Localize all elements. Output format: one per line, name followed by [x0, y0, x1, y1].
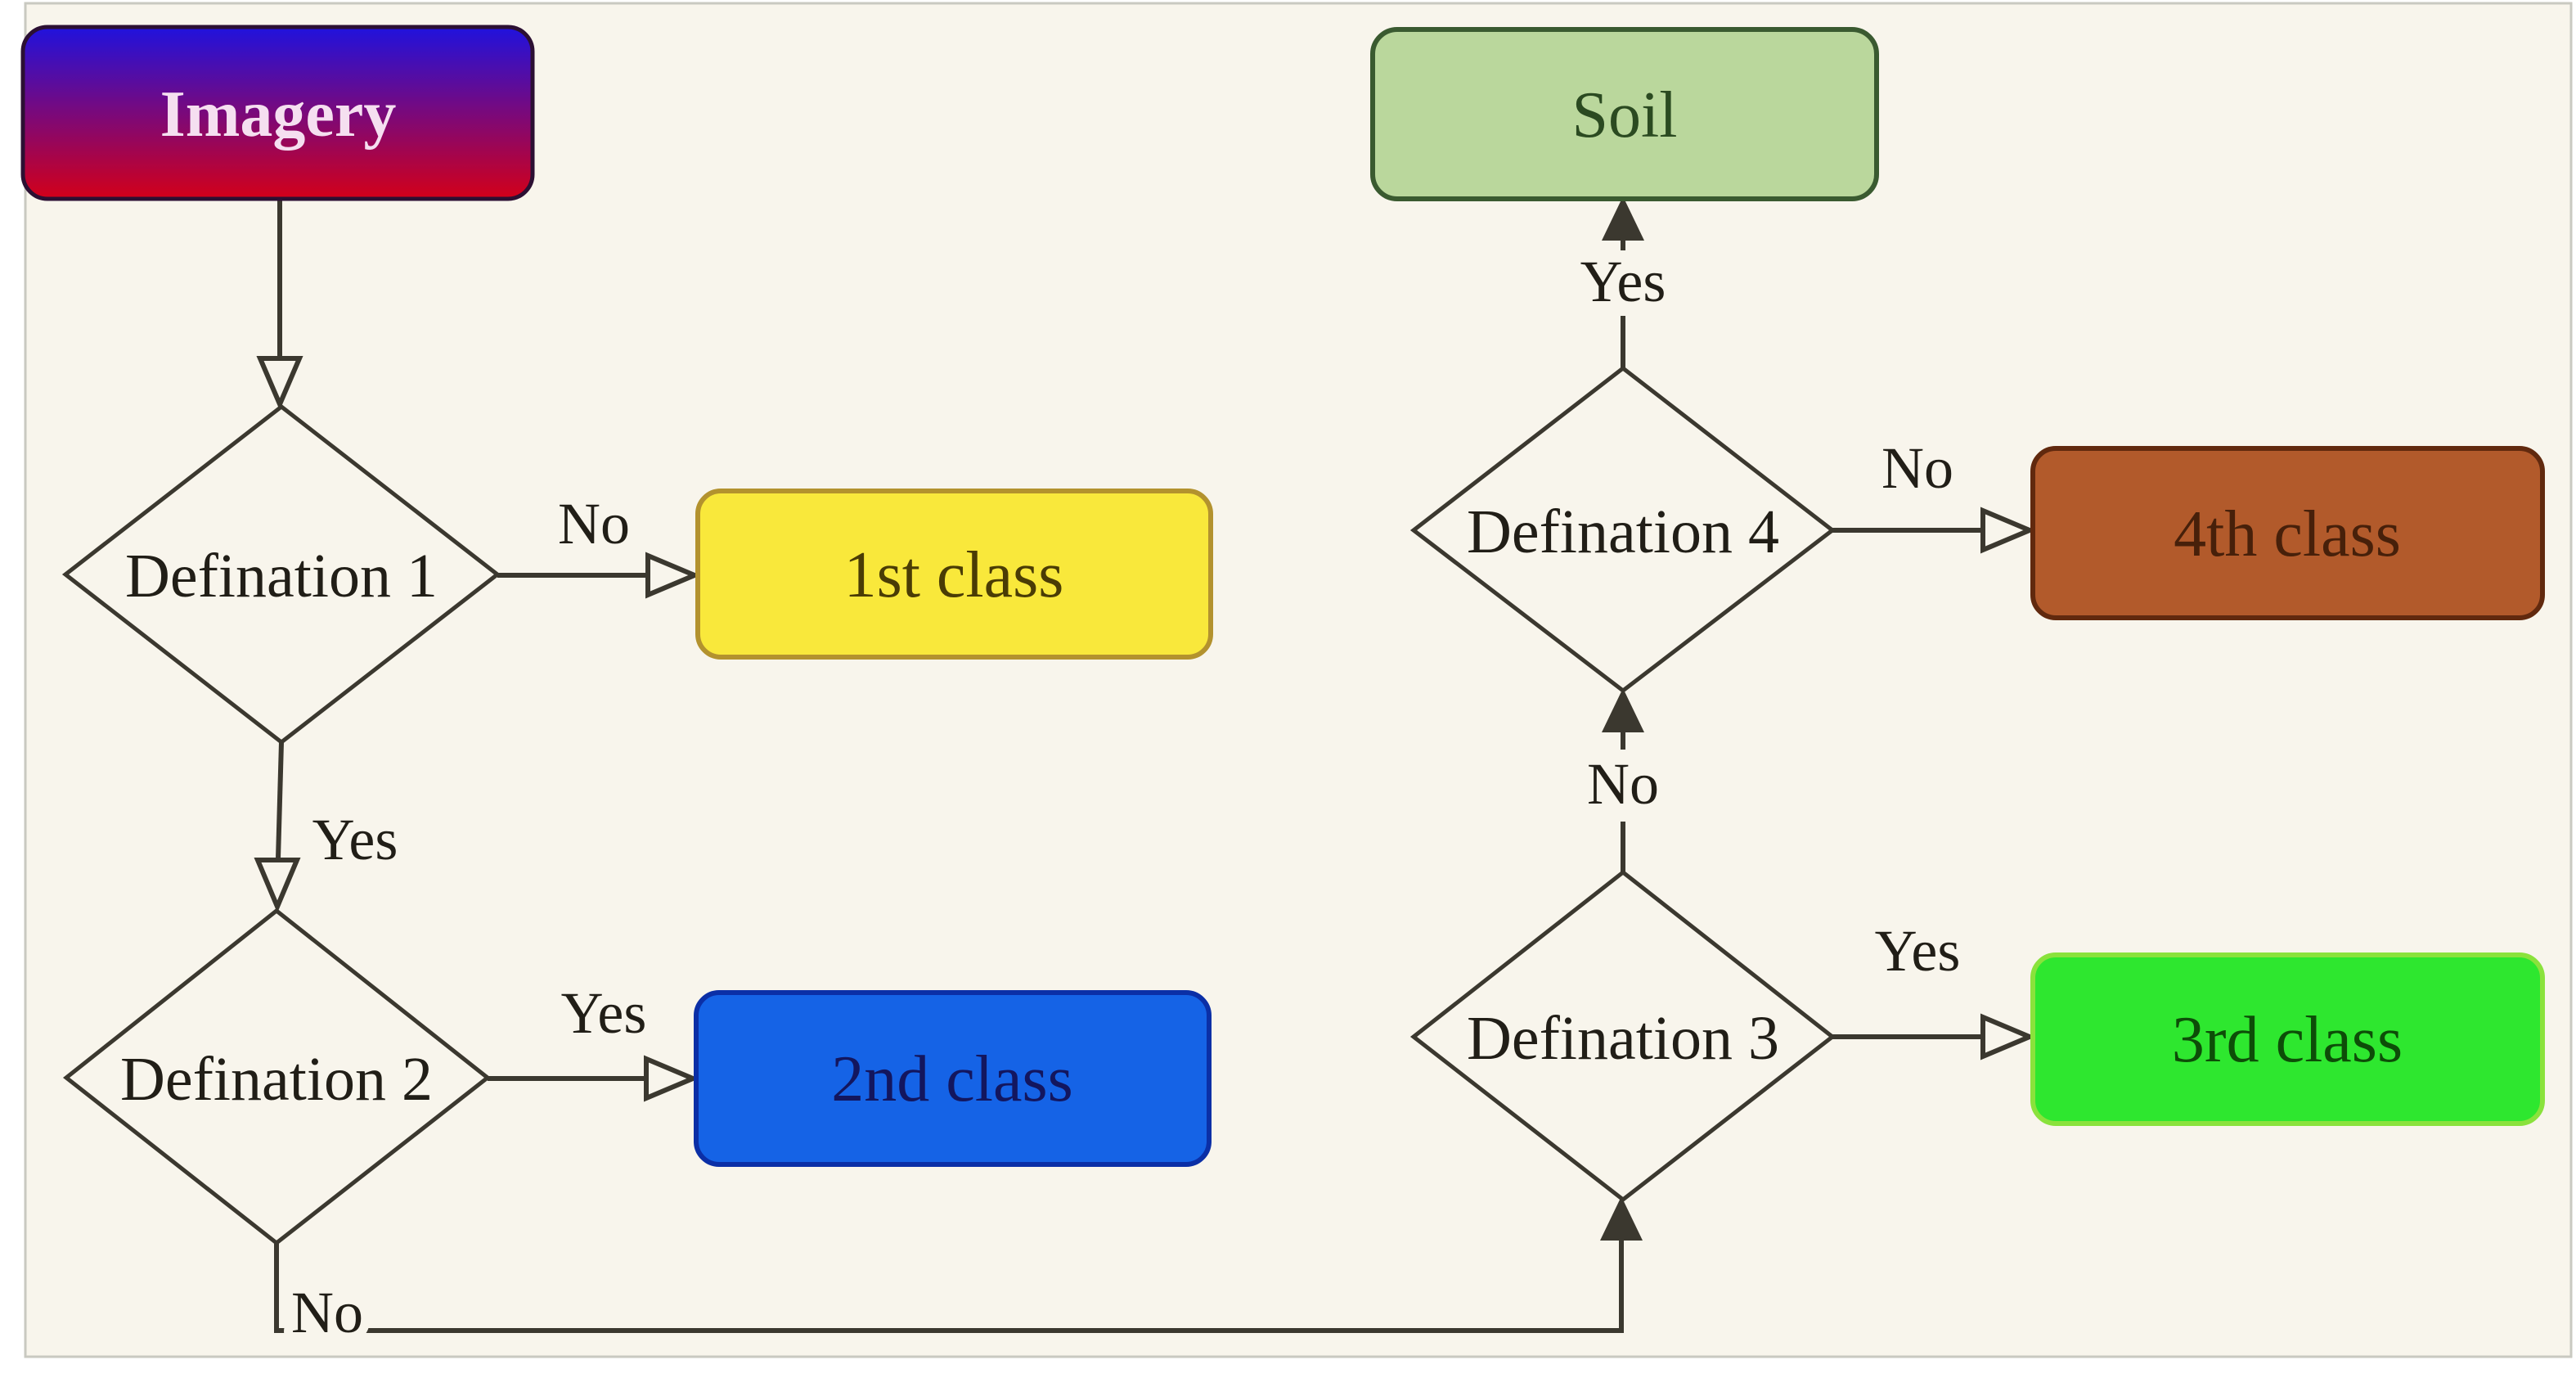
- edge-label-d1-no: No: [558, 491, 630, 556]
- solid-arrowhead-into-soil: [1602, 196, 1644, 241]
- edge-d1-to-d2: [276, 741, 284, 859]
- edge-label-d4-no: No: [1881, 435, 1953, 501]
- class2-node: [694, 990, 1212, 1167]
- class1-label: 1st class: [844, 539, 1064, 611]
- decision-definition-4: [1409, 365, 1836, 694]
- edge-label-d2-no: No: [291, 1280, 363, 1345]
- decision-definition-3: [1409, 869, 1836, 1203]
- open-arrowhead-into-d2: [254, 858, 301, 913]
- soil-node: [1370, 27, 1879, 201]
- class1-node: [695, 489, 1213, 660]
- open-arrowhead-into-d1: [256, 356, 303, 411]
- edge-label-d3-yes: Yes: [1875, 918, 1961, 984]
- imagery-label: Imagery: [160, 79, 397, 151]
- decision-diamonds: [61, 365, 1836, 1246]
- class3-label: 3rd class: [2172, 1004, 2403, 1076]
- edge-label-d1-d2-yes: Yes: [312, 807, 398, 872]
- open-arrowhead-into-class2: [644, 1055, 699, 1102]
- edge-d2-to-d3: [274, 1241, 1624, 1333]
- definition-1-label: Defination 1: [125, 542, 438, 610]
- edge-label-d2-yes: Yes: [561, 980, 647, 1046]
- solid-arrowhead-into-d4: [1602, 688, 1644, 732]
- class2-label: 2nd class: [831, 1043, 1073, 1115]
- class4-node: [2030, 446, 2545, 620]
- open-arrowhead-into-class4: [1980, 507, 2036, 554]
- solid-arrowhead-into-d3: [1600, 1196, 1643, 1241]
- open-arrowhead-into-class3: [1980, 1013, 2036, 1061]
- edges: [274, 199, 1985, 1333]
- imagery-node: [20, 25, 535, 201]
- edge-label-d3-d4-no: No: [1587, 751, 1659, 817]
- decision-definition-2: [62, 907, 492, 1246]
- definition-4-label: Defination 4: [1467, 498, 1779, 566]
- figure-panel: [24, 2, 2573, 1358]
- decision-definition-1: [61, 403, 501, 745]
- open-arrowhead-into-class1: [645, 552, 701, 599]
- solid-arrowheads: [1600, 196, 1644, 1241]
- definition-2-label: Defination 2: [120, 1045, 433, 1114]
- class4-label: 4th class: [2174, 498, 2401, 570]
- open-arrowheads: [254, 356, 2036, 1102]
- edge-label-d4-soil-yes: Yes: [1580, 249, 1666, 314]
- definition-3-label: Defination 3: [1467, 1004, 1779, 1073]
- class3-node: [2030, 952, 2545, 1126]
- soil-label: Soil: [1572, 79, 1678, 151]
